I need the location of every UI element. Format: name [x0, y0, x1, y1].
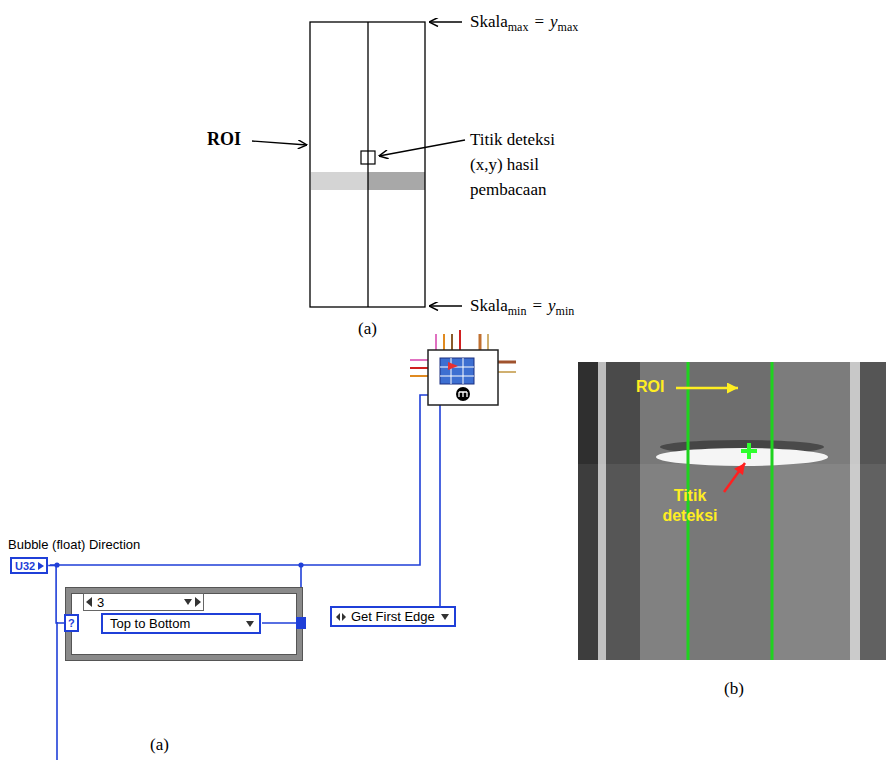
case-structure: 3? Top to Bottom: [66, 588, 302, 660]
arrow-glyph: [246, 621, 254, 627]
arrow-glyph: [244, 617, 256, 631]
icon-stub: [498, 371, 516, 373]
roi-rect: [310, 22, 425, 307]
node-text: ?: [68, 617, 75, 629]
arrow-glyph: [195, 597, 201, 607]
label-group: Bubble (float) Direction: [8, 537, 140, 553]
icon-stub: [443, 334, 445, 350]
label-group: (b): [724, 678, 744, 700]
case-selector: 3: [83, 593, 204, 611]
callout-label: Titik deteksi (x,y) hasil pembacaan: [470, 130, 555, 199]
terminal-label: Bubble (float) Direction: [8, 537, 140, 552]
icon-badge: [459, 392, 467, 397]
panel-label: (b): [724, 679, 744, 698]
variable: y: [548, 296, 556, 315]
arrow-glyph: [441, 614, 449, 620]
leader-arrow: [676, 387, 738, 390]
subscript: max: [558, 20, 579, 34]
roi-label: ROI: [636, 378, 664, 395]
node-text: Get First Edge: [347, 609, 439, 624]
variable: y: [550, 12, 558, 31]
wire: [56, 622, 58, 760]
roi-label: ROI: [207, 129, 241, 149]
icon-grid: [440, 358, 474, 384]
leader-arrow: [379, 140, 465, 156]
output-tunnel: [296, 617, 306, 629]
wire: [262, 622, 297, 624]
roi-line: [771, 362, 774, 660]
panel-label: (a): [358, 319, 377, 338]
label-group: Titik deteksi (x,y) hasil pembacaan: [470, 127, 588, 202]
arrow-glyph: [184, 599, 192, 605]
icon-stub: [410, 367, 428, 369]
leader-arrow: [724, 463, 745, 492]
icon-stub: [487, 334, 489, 350]
panel-label: (a): [150, 735, 169, 754]
wire: [48, 566, 64, 624]
selector-terminal: ?: [64, 614, 79, 632]
icon-stub: [410, 359, 428, 361]
icon-stub: [479, 334, 482, 350]
label-group: ROI: [207, 128, 241, 150]
photo-shade: [578, 464, 886, 660]
scale-label: Skala: [470, 296, 508, 315]
label-group: Skalamin=ymin: [470, 295, 574, 322]
icon-stub: [459, 330, 461, 350]
arrow-glyph: [84, 595, 94, 609]
label-group: (a): [150, 734, 169, 756]
icon-stub: [410, 375, 428, 377]
label-group: Titik deteksi: [648, 486, 732, 526]
leader-arrow: [429, 21, 462, 22]
arrow-glyph: [183, 595, 203, 609]
wire-junction: [298, 562, 303, 567]
detect-cross: [741, 443, 757, 459]
equals-sign: =: [532, 296, 542, 315]
enum-constant: Get First Edge: [330, 606, 456, 627]
arrow-glyph: [86, 597, 92, 607]
arrow-glyph: [335, 610, 347, 624]
leader-arrow: [429, 305, 462, 306]
camera-image: [578, 362, 886, 660]
enum-constant: Top to Bottom: [101, 613, 261, 634]
node-text: Top to Bottom: [106, 616, 244, 631]
terminal-arrow: [38, 562, 44, 570]
indicator-terminal: U32: [10, 557, 48, 574]
grey-band: [368, 172, 425, 190]
icon-badge: [456, 387, 470, 401]
detect-square: [361, 151, 375, 164]
callout-label: Titik deteksi: [662, 487, 717, 524]
equals-sign: =: [534, 12, 544, 31]
roi-diagram: [252, 22, 465, 307]
leader-arrow: [252, 141, 307, 145]
label-group: Skalamax=ymax: [470, 11, 578, 38]
arrow-glyph: [439, 610, 451, 624]
photo-ground: [578, 362, 886, 660]
node-text: 3: [94, 595, 183, 610]
vi-icon: [410, 330, 516, 405]
arrow-glyph: [342, 613, 346, 621]
subscript: min: [508, 304, 527, 318]
icon-frame: [428, 350, 498, 405]
label-group: ROI: [636, 377, 664, 397]
arrow-glyph: [336, 613, 340, 621]
icon-stub: [435, 334, 437, 350]
icon-mark: [448, 362, 458, 370]
subscript: min: [556, 304, 575, 318]
icon-stub: [498, 361, 516, 364]
scale-label: Skala: [470, 12, 508, 31]
subscript: max: [508, 20, 529, 34]
label-group: (a): [358, 318, 377, 340]
wire: [439, 405, 441, 606]
icon-image: [440, 358, 474, 384]
labview-wires: [50, 395, 440, 760]
node-text: U32: [15, 560, 35, 572]
icon-stub: [451, 334, 453, 350]
